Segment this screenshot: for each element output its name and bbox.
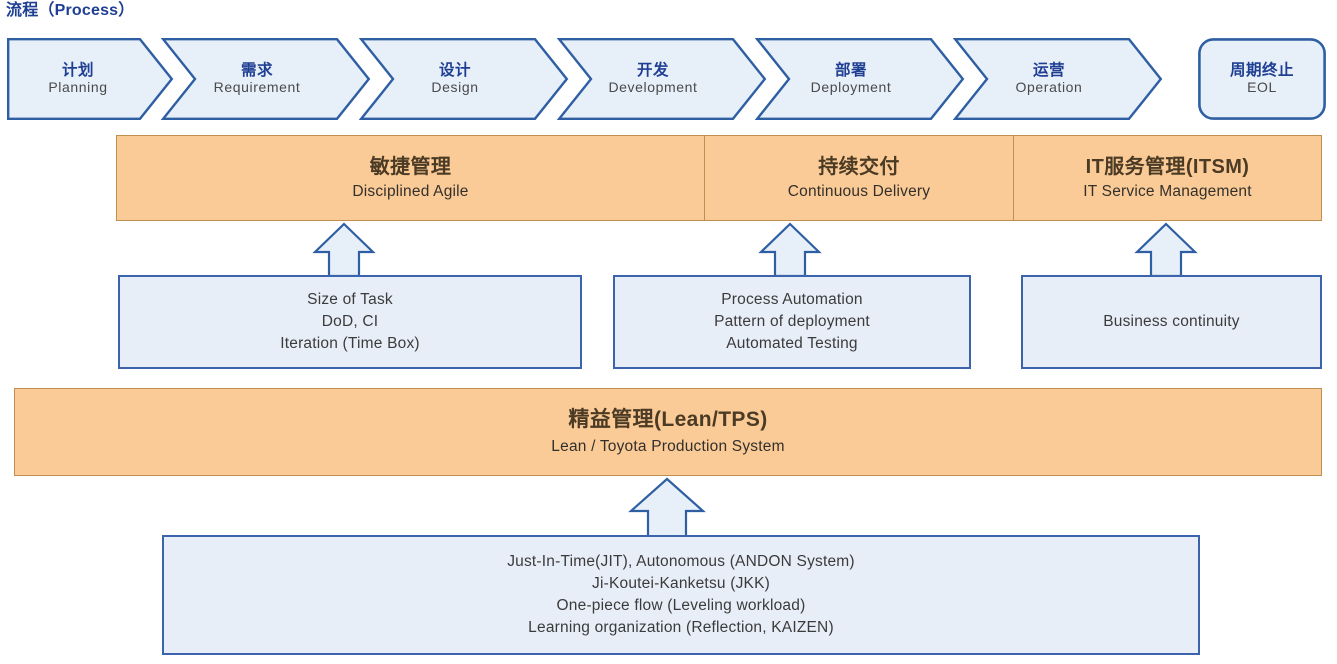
process-step-requirement[interactable]: 需求 Requirement (160, 38, 371, 121)
process-step-label-en: Development (608, 79, 698, 96)
practice-cell-label-cn: 敏捷管理 (369, 155, 452, 178)
process-step-label-en: Operation (1015, 79, 1083, 96)
practice-band: 敏捷管理 Disciplined Agile 持续交付 Continuous D… (116, 135, 1322, 221)
detail-line: Automated Testing (726, 335, 858, 352)
detail-line: One-piece flow (Leveling workload) (556, 597, 806, 614)
detail-line: Iteration (Time Box) (280, 335, 420, 352)
detail-line: Just-In-Time(JIT), Autonomous (ANDON Sys… (507, 553, 855, 570)
detail-box-text: Size of Task DoD, CI Iteration (Time Box… (280, 289, 420, 355)
practice-cell-label-en: Continuous Delivery (787, 182, 931, 200)
process-step-label-cn: 周期终止 (1229, 61, 1294, 79)
process-step-operation[interactable]: 运营 Operation (952, 38, 1163, 121)
up-arrow-lean (627, 477, 707, 539)
block-up-arrow-icon (628, 477, 706, 539)
process-step-deployment[interactable]: 部署 Deployment (754, 38, 965, 121)
rounded-rect-shape (1198, 38, 1326, 120)
detail-box-text: Business continuity (1103, 311, 1239, 333)
detail-box-lean[interactable]: Just-In-Time(JIT), Autonomous (ANDON Sys… (162, 535, 1200, 655)
process-step-label-cn: 计划 (61, 61, 94, 79)
process-step-label-en: EOL (1247, 79, 1277, 96)
process-row: 计划 Planning 需求 Requirement 设计 Design 开发 … (0, 38, 1337, 122)
practice-cell-label-cn: 持续交付 (818, 155, 900, 178)
lean-band-label-en: Lean / Toyota Production System (551, 438, 785, 456)
process-step-label-en: Deployment (810, 79, 892, 96)
process-step-design[interactable]: 设计 Design (358, 38, 569, 121)
up-arrow-itsm (1134, 222, 1198, 278)
up-arrow-continuous-delivery (758, 222, 822, 278)
process-step-label-cn: 设计 (438, 61, 471, 79)
practice-cell-itsm[interactable]: IT服务管理(ITSM) IT Service Management (1014, 136, 1321, 220)
process-step-eol[interactable]: 周期终止 EOL (1198, 38, 1326, 120)
pentagon-arrow-shape (7, 38, 174, 121)
process-step-label-cn: 运营 (1032, 61, 1065, 79)
practice-cell-label-en: IT Service Management (1083, 182, 1252, 200)
detail-line: Business continuity (1103, 313, 1240, 330)
detail-line: Pattern of deployment (714, 313, 870, 330)
up-arrow-agile (312, 222, 376, 278)
detail-line: Size of Task (307, 291, 393, 308)
detail-line: Process Automation (721, 291, 863, 308)
block-up-arrow-icon (758, 222, 822, 278)
detail-line: Learning organization (Reflection, KAIZE… (528, 619, 834, 636)
page-title: 流程（Process） (6, 2, 135, 19)
block-up-arrow-icon (1134, 222, 1198, 278)
process-step-planning[interactable]: 计划 Planning (7, 38, 174, 121)
detail-box-text: Process Automation Pattern of deployment… (714, 289, 870, 355)
lean-band[interactable]: 精益管理(Lean/TPS) Lean / Toyota Production … (14, 388, 1322, 476)
chevron-shape (556, 38, 767, 121)
process-step-label-en: Planning (48, 79, 108, 96)
practice-cell-label-cn: IT服务管理(ITSM) (1085, 155, 1250, 178)
process-step-label-en: Design (431, 79, 479, 96)
block-up-arrow-icon (312, 222, 376, 278)
detail-line: DoD, CI (321, 313, 379, 330)
detail-box-agile[interactable]: Size of Task DoD, CI Iteration (Time Box… (118, 275, 582, 369)
detail-box-continuous-delivery[interactable]: Process Automation Pattern of deployment… (613, 275, 971, 369)
process-step-label-cn: 需求 (240, 61, 273, 79)
practice-cell-disciplined-agile[interactable]: 敏捷管理 Disciplined Agile (117, 136, 705, 220)
chevron-shape (952, 38, 1163, 121)
practice-cell-label-en: Disciplined Agile (352, 182, 469, 200)
practice-cell-continuous-delivery[interactable]: 持续交付 Continuous Delivery (705, 136, 1014, 220)
process-step-development[interactable]: 开发 Development (556, 38, 767, 121)
chevron-shape (754, 38, 965, 121)
chevron-shape (358, 38, 569, 121)
detail-box-text: Just-In-Time(JIT), Autonomous (ANDON Sys… (507, 551, 855, 639)
chevron-shape (160, 38, 371, 121)
detail-box-itsm[interactable]: Business continuity (1021, 275, 1322, 369)
process-step-label-en: Requirement (213, 79, 301, 96)
detail-line: Ji-Koutei-Kanketsu (JKK) (592, 575, 770, 592)
process-step-label-cn: 开发 (636, 61, 669, 79)
process-step-label-cn: 部署 (834, 61, 867, 79)
lean-band-label-cn: 精益管理(Lean/TPS) (568, 407, 768, 431)
